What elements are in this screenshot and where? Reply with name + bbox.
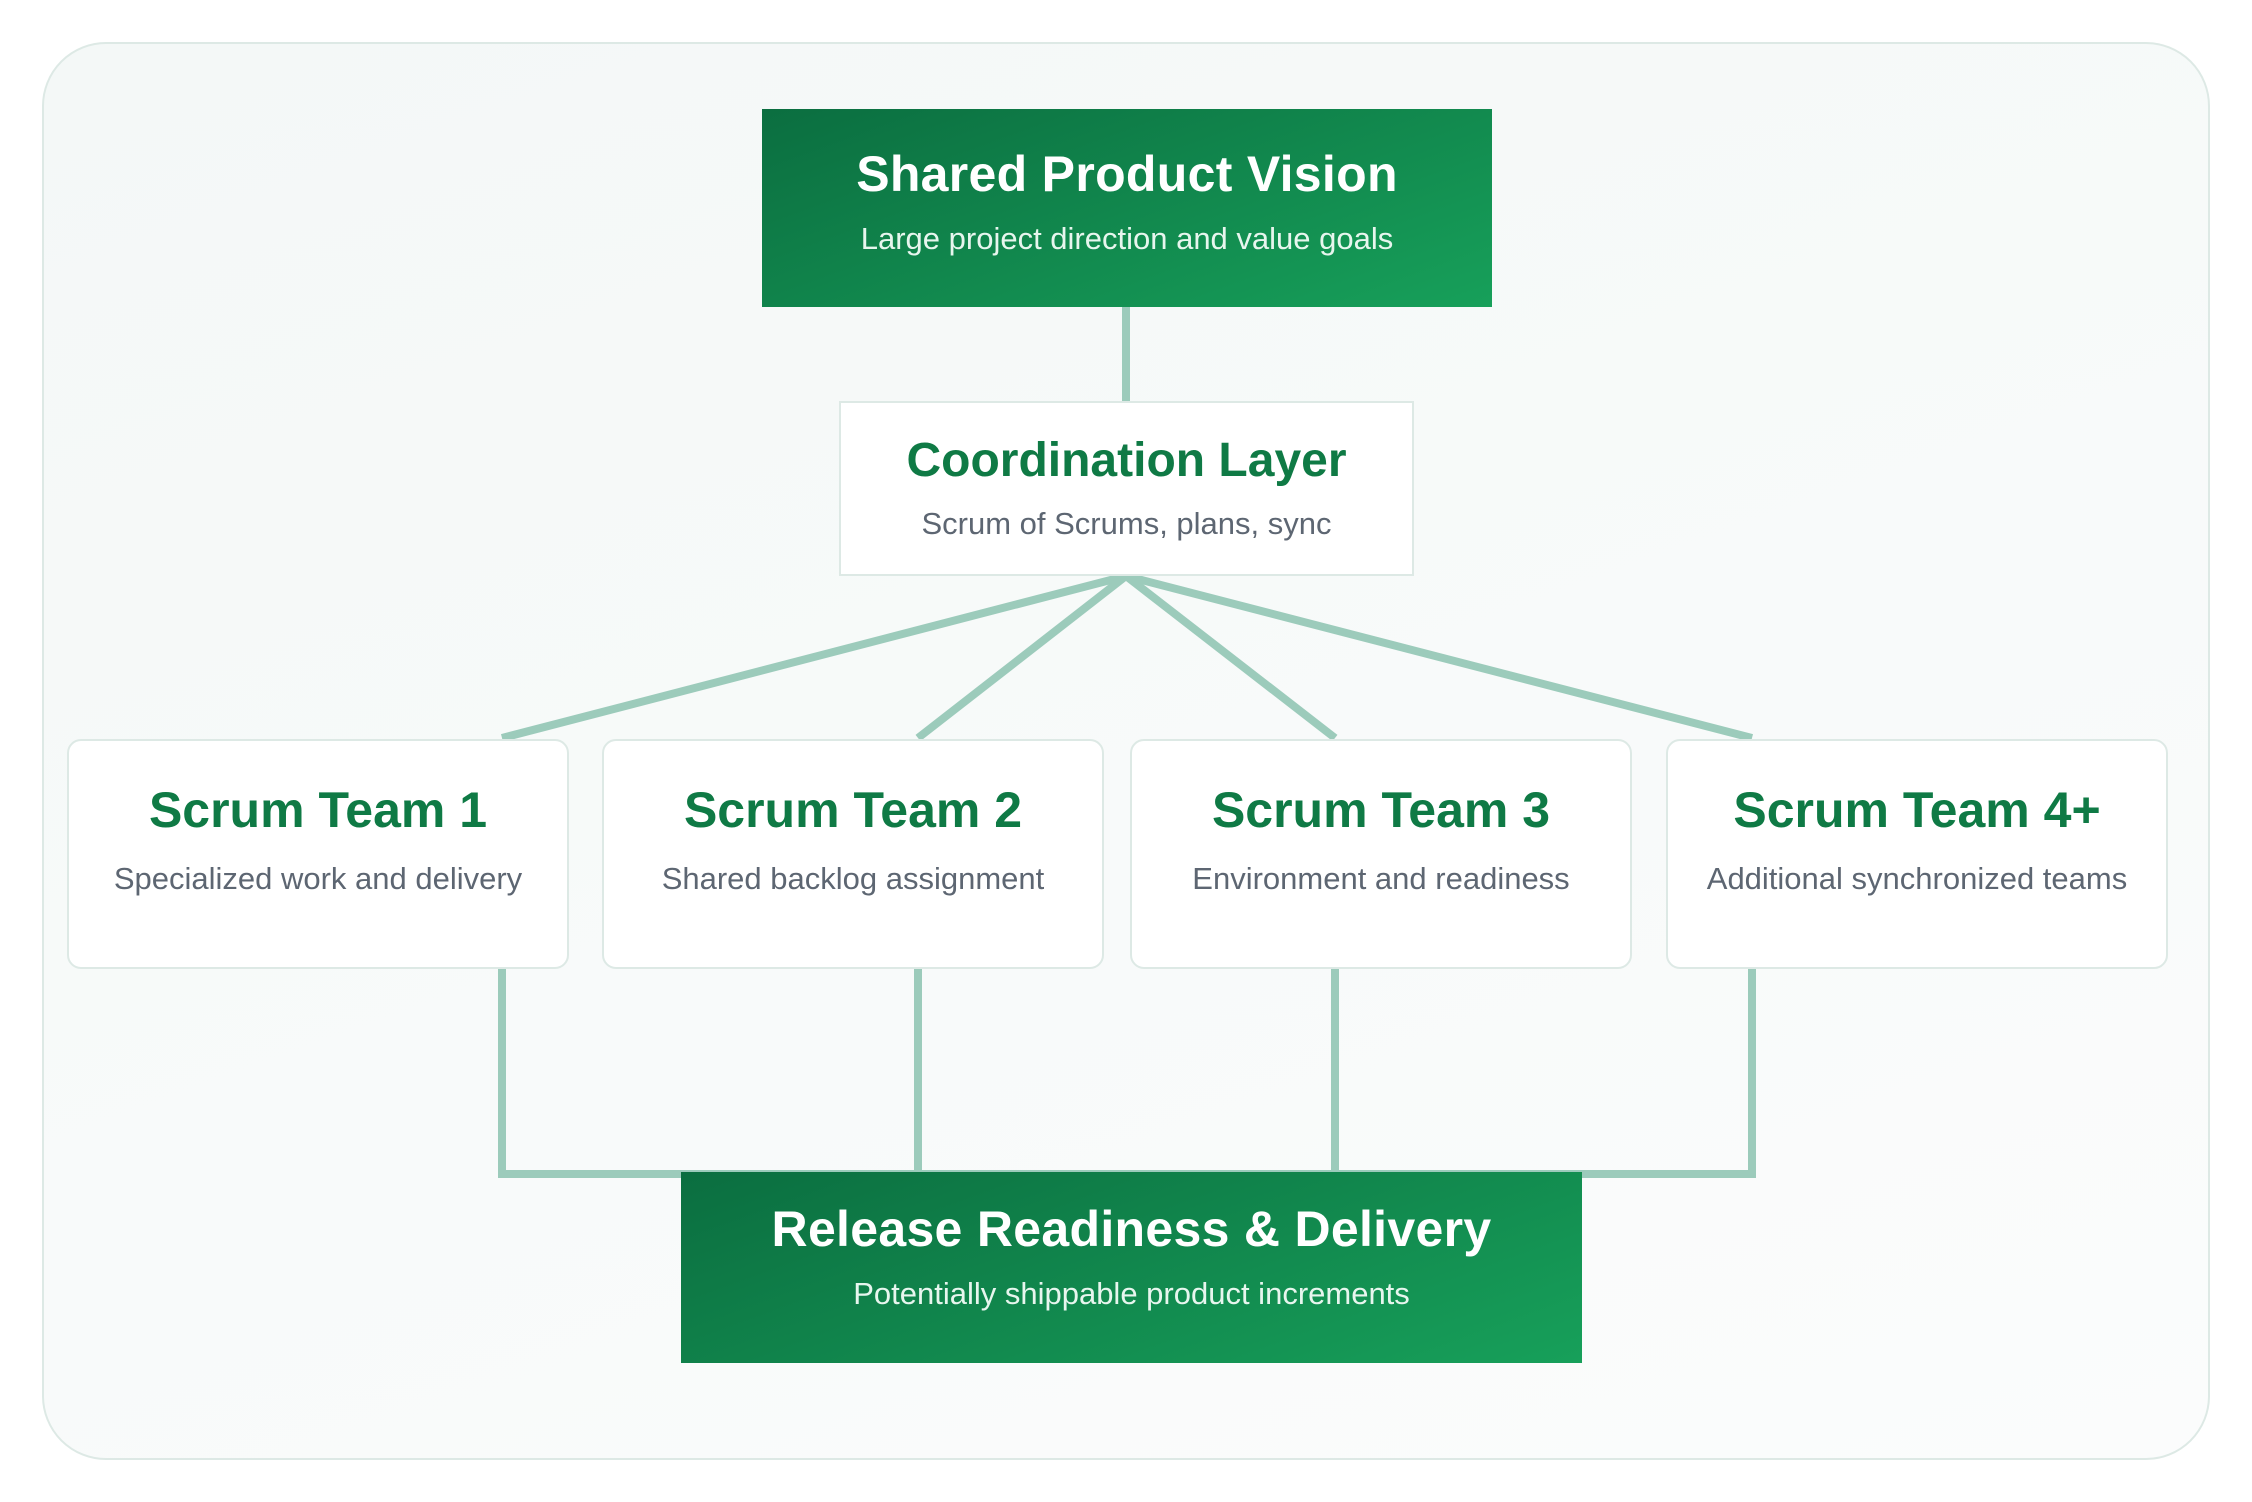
team-subtitle: Environment and readiness [1192, 861, 1570, 896]
team-subtitle: Specialized work and delivery [113, 861, 523, 896]
team-node-3[interactable]: Scrum Team 3 Environment and readiness [1130, 739, 1632, 969]
connector-coordination-team-4 [1124, 572, 1754, 742]
team-node-1[interactable]: Scrum Team 1 Specialized work and delive… [67, 739, 569, 969]
team-subtitle: Shared backlog assignment [661, 861, 1045, 896]
release-title: Release Readiness & Delivery [771, 1201, 1492, 1257]
vision-subtitle: Large project direction and value goals [860, 221, 1394, 256]
vision-title: Shared Product Vision [856, 146, 1398, 202]
connector-coordination-team-2 [915, 572, 1129, 742]
team-node-4[interactable]: Scrum Team 4+ Additional synchronized te… [1666, 739, 2168, 969]
coordination-title: Coordination Layer [906, 434, 1347, 487]
team-title: Scrum Team 4+ [1733, 782, 2101, 838]
release-node[interactable]: Release Readiness & Delivery Potentially… [681, 1172, 1582, 1363]
release-subtitle: Potentially shippable product increments [853, 1276, 1410, 1311]
team-title: Scrum Team 2 [683, 782, 1023, 838]
connector-coordination-team-1 [500, 572, 1128, 742]
team-node-2[interactable]: Scrum Team 2 Shared backlog assignment [602, 739, 1104, 969]
team-title: Scrum Team 3 [1211, 782, 1551, 838]
team-title: Scrum Team 1 [148, 782, 488, 838]
team-subtitle: Additional synchronized teams [1706, 861, 2128, 896]
coordination-node[interactable]: Coordination Layer Scrum of Scrums, plan… [839, 401, 1414, 576]
vision-node[interactable]: Shared Product Vision Large project dire… [762, 109, 1492, 307]
connector-coordination-team-3 [1123, 572, 1338, 742]
coordination-subtitle: Scrum of Scrums, plans, sync [921, 506, 1332, 541]
